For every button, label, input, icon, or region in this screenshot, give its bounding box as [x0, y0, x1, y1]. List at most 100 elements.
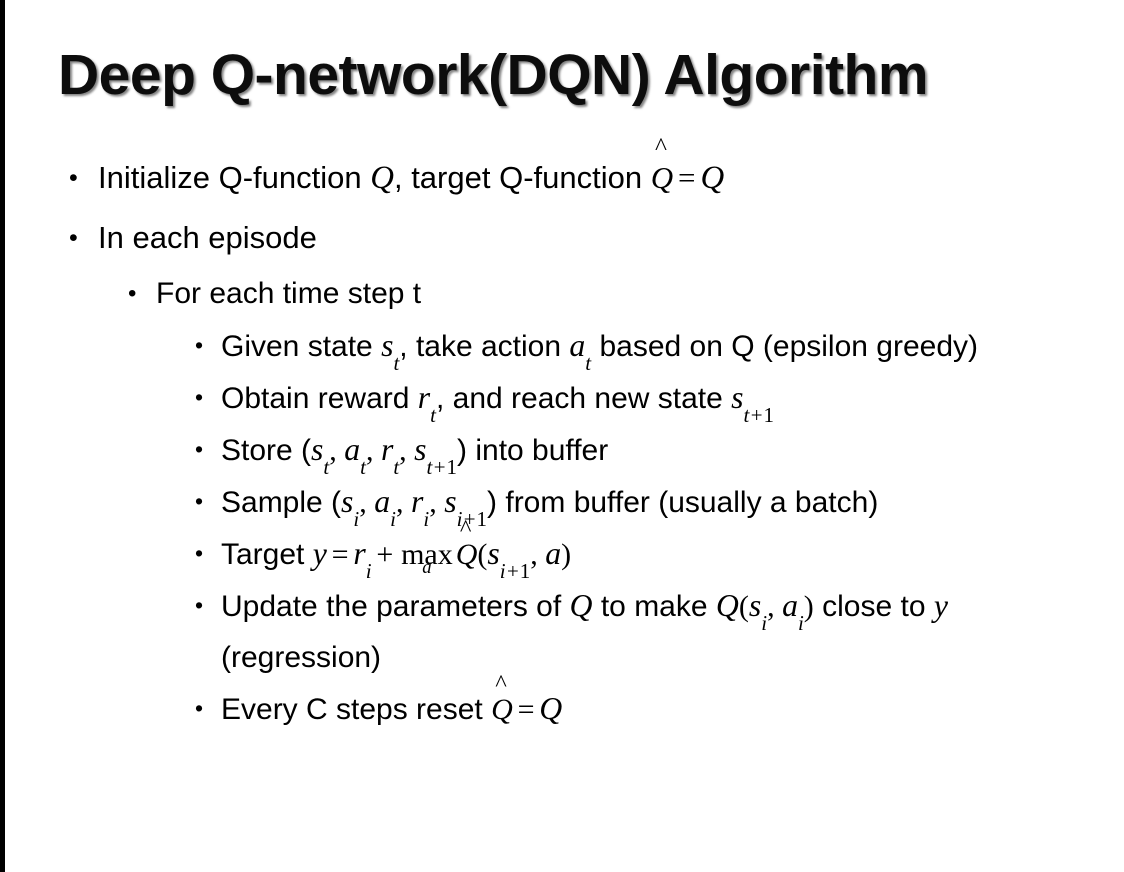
math-var-r: ri: [353, 536, 371, 581]
text-fragment: based on Q (epsilon greedy): [591, 330, 979, 363]
list-item: • Obtain reward rt, and reach new state …: [0, 372, 1124, 425]
list-item-text: Update the parameters of Q to make Q(si,…: [221, 580, 1096, 683]
math-var-s-next: si+1: [487, 536, 530, 581]
sub-base: i+: [499, 558, 520, 583]
math-subscript: i: [423, 506, 430, 531]
bullet-dot-icon: •: [195, 592, 204, 618]
math-var-base: Q: [491, 693, 513, 726]
max-label: max: [401, 538, 453, 571]
math-comma: ,: [767, 590, 783, 623]
list-item: • Update the parameters of Q to make Q(s…: [0, 580, 1124, 683]
math-var-base: r: [353, 536, 366, 571]
math-comma: ,: [429, 486, 445, 519]
math-var-q-hat: ^Q: [455, 516, 478, 580]
text-fragment: Given state: [221, 330, 382, 363]
bullet-dot-icon: •: [69, 224, 78, 252]
math-subscript: i: [353, 506, 360, 531]
math-var-base: s: [731, 380, 744, 415]
math-plus: +: [376, 538, 394, 571]
math-var-s-next: st+1: [731, 380, 774, 425]
math-subscript: t+1: [744, 403, 774, 427]
math-subscript: t: [585, 350, 592, 375]
text-fragment: , take action: [399, 330, 570, 363]
page-title: Deep Q-network(DQN) Algorithm: [58, 43, 929, 107]
bullet-dot-icon: •: [195, 488, 204, 514]
math-var-base: s: [414, 432, 427, 467]
list-item: • For each time step t: [0, 268, 1124, 320]
hat-accent-icon: ^: [495, 669, 507, 697]
text-fragment: , and reach new state: [435, 382, 732, 415]
math-subscript: t: [393, 350, 400, 375]
text-fragment: Target: [221, 538, 313, 571]
math-var-base: r: [410, 484, 424, 519]
math-subscript: t: [430, 402, 436, 427]
bullet-dot-icon: •: [195, 384, 204, 410]
math-subscript: t: [360, 454, 366, 479]
math-var-base: Q: [455, 538, 478, 571]
math-var-s-next: si+1: [444, 484, 487, 529]
list-item: • Initialize Q-function Q, target Q-func…: [0, 134, 1124, 208]
list-item-text: Sample (si, ai, ri, si+1) from buffer (u…: [221, 476, 1096, 531]
bullet-dot-icon: •: [195, 436, 204, 462]
list-item: • Given state st, take action at based o…: [0, 320, 1124, 375]
math-subscript: t: [393, 454, 400, 479]
math-var-base: a: [569, 328, 586, 363]
math-comma: ,: [359, 486, 375, 519]
text-fragment: Store (: [221, 434, 312, 467]
math-var-base: s: [341, 484, 354, 519]
sub-number: 1: [446, 454, 458, 479]
sub-number: 1: [519, 558, 531, 583]
math-var-r: rt: [380, 432, 399, 477]
math-subscript: i+1: [500, 559, 530, 583]
math-subscript: i: [761, 610, 768, 635]
bullet-dot-icon: •: [195, 695, 204, 721]
math-subscript: i+1: [457, 507, 487, 531]
list-item: • In each episode: [0, 208, 1124, 268]
math-var-y: y: [933, 588, 948, 623]
math-var-q-hat: ^Q: [491, 671, 513, 735]
sub-number: 1: [763, 402, 774, 427]
sub-base: t+: [426, 454, 447, 479]
text-fragment: Sample (: [221, 486, 342, 519]
math-var-q2: Q: [715, 588, 739, 623]
text-fragment: (regression): [221, 641, 382, 674]
sub-base: t+: [743, 402, 764, 427]
text-fragment: Obtain reward: [221, 382, 418, 415]
math-var-a: at: [344, 432, 366, 477]
math-equals: =: [678, 160, 696, 195]
math-var-r: rt: [417, 380, 436, 425]
math-subscript: i: [797, 610, 804, 635]
math-var-base: a: [374, 484, 391, 519]
math-var-s: si: [341, 484, 359, 529]
text-fragment: to make: [592, 590, 716, 623]
math-var-base: s: [748, 588, 762, 623]
math-paren-open: (: [477, 538, 488, 571]
math-var-s: st: [311, 432, 329, 477]
text-fragment: Initialize Q-function: [98, 160, 371, 195]
bullet-dot-icon: •: [195, 332, 204, 358]
math-var-base: r: [380, 432, 394, 467]
list-item-text: In each episode: [98, 220, 317, 255]
math-var-y: y: [312, 536, 327, 571]
text-fragment: Update the parameters of: [221, 590, 570, 623]
list-item-text: For each time step t: [156, 277, 422, 310]
math-var-q: Q: [569, 588, 593, 623]
math-var-base: a: [344, 432, 361, 467]
math-var-a: at: [569, 328, 591, 373]
bullet-dot-icon: •: [128, 280, 137, 307]
math-paren-close: ): [561, 538, 572, 571]
math-subscript: i: [365, 558, 372, 583]
hat-accent-icon: ^: [459, 514, 472, 542]
math-subscript: t: [323, 454, 330, 479]
math-var-base: r: [417, 380, 431, 415]
list-item-text: Given state st, take action at based on …: [221, 320, 1096, 375]
math-paren-close: ): [803, 590, 814, 623]
math-var-a: a: [545, 536, 562, 571]
math-var-q-hat: ^Q: [651, 134, 673, 208]
text-fragment: Every C steps reset: [221, 693, 492, 726]
list-item-text: Every C steps reset ^Q=Q: [221, 671, 1096, 735]
list-item: • Sample (si, ai, ri, si+1) from buffer …: [0, 476, 1124, 531]
